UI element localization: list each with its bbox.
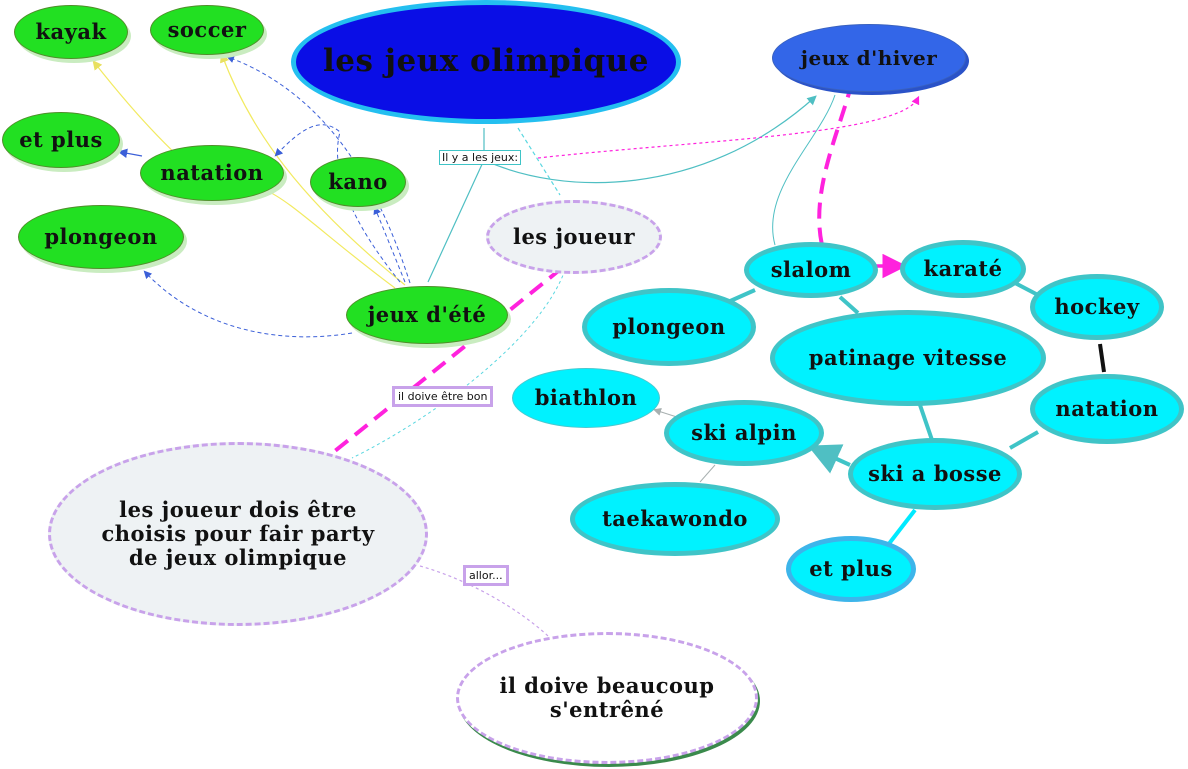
link-winter-slalom-thin: [772, 94, 836, 246]
link-skialpin-taekwondo: [699, 464, 716, 483]
node-winter-natation[interactable]: natation: [1030, 374, 1184, 444]
link-players-chosen-thin: [351, 269, 566, 459]
node-biathlon[interactable]: biathlon: [512, 368, 660, 428]
players-training-text: il doive beaucoup s'entrêné: [499, 672, 715, 722]
link-label-good: il doive être bon: [392, 386, 494, 407]
node-patinage-vitesse[interactable]: patinage vitesse: [770, 310, 1046, 406]
link-skibosse-skialpin: [807, 444, 851, 474]
ski-alpin-label: ski alpin: [691, 419, 797, 445]
node-winter-plongeon[interactable]: plongeon: [582, 288, 756, 366]
node-players-chosen[interactable]: les joueur dois être choisis pour fair p…: [48, 442, 428, 626]
link-summer-soccer-dashed: [226, 55, 411, 284]
node-soccer[interactable]: soccer: [150, 5, 264, 55]
link-summer-soccer: [220, 52, 406, 286]
karate-label: karaté: [923, 255, 1003, 281]
link-label-winter-dotted: [537, 95, 920, 159]
winter-et-plus-label: et plus: [809, 555, 893, 581]
link-label-games: Il y a les jeux:: [439, 150, 522, 165]
patinage-vitesse-label: patinage vitesse: [808, 344, 1008, 370]
summer-et-plus-label: et plus: [19, 126, 103, 152]
link-skibosse-etplus: [886, 508, 917, 547]
les-joueur-label: les joueur: [512, 223, 636, 249]
node-les-joueur[interactable]: les joueur: [486, 200, 662, 274]
jeux-hiver-label: jeux d'hiver: [800, 45, 938, 70]
node-summer-plongeon[interactable]: plongeon: [18, 205, 184, 269]
link-summer-natation: [264, 189, 396, 289]
link-label-then: allor...: [463, 565, 509, 586]
link-summer-natation-dashed: [274, 124, 401, 283]
biathlon-label: biathlon: [534, 384, 638, 410]
link-title-players: [517, 127, 561, 196]
title-text: les jeux olimpique: [323, 43, 649, 80]
link-summer-kano: [373, 206, 406, 283]
link-slalom-patinage: [838, 295, 860, 315]
slalom-label: slalom: [770, 256, 852, 282]
link-natation-etplus: [117, 148, 143, 159]
title-node[interactable]: les jeux olimpique: [291, 0, 681, 124]
node-players-training[interactable]: il doive beaucoup s'entrêné: [456, 632, 758, 764]
link-chosen-training: [419, 565, 549, 637]
node-summer-et-plus[interactable]: et plus: [2, 112, 120, 168]
ski-a-bosse-label: ski a bosse: [868, 460, 1002, 486]
winter-plongeon-label: plongeon: [612, 313, 726, 339]
link-karate-hockey: [1014, 281, 1039, 297]
link-natation-skibosse: [1009, 430, 1039, 450]
node-jeux-hiver[interactable]: jeux d'hiver: [772, 24, 966, 92]
node-winter-et-plus[interactable]: et plus: [786, 536, 916, 602]
jeux-ete-label: jeux d'été: [367, 301, 487, 327]
taekawondo-label: taekawondo: [602, 505, 748, 531]
node-jeux-ete[interactable]: jeux d'été: [346, 286, 508, 344]
link-summer-plongeon: [143, 270, 353, 338]
summer-plongeon-label: plongeon: [44, 223, 158, 249]
node-karate[interactable]: karaté: [900, 240, 1026, 298]
link-winter-slalom-magenta: [817, 81, 854, 246]
hockey-label: hockey: [1054, 293, 1140, 319]
node-ski-alpin[interactable]: ski alpin: [664, 400, 824, 466]
node-kano[interactable]: kano: [310, 157, 406, 207]
winter-natation-label: natation: [1055, 395, 1159, 421]
summer-natation-label: natation: [160, 159, 264, 185]
node-kayak[interactable]: kayak: [14, 5, 128, 59]
node-hockey[interactable]: hockey: [1030, 274, 1164, 340]
node-taekawondo[interactable]: taekawondo: [570, 482, 780, 556]
soccer-label: soccer: [167, 16, 247, 42]
link-hockey-natation: [1098, 343, 1106, 373]
link-patinage-skibosse: [918, 404, 934, 441]
players-chosen-text: les joueur dois être choisis pour fair p…: [101, 496, 375, 571]
link-title-winter: [483, 95, 817, 184]
kano-label: kano: [328, 168, 388, 194]
node-slalom[interactable]: slalom: [744, 242, 878, 298]
node-ski-a-bosse[interactable]: ski a bosse: [848, 438, 1022, 510]
kayak-label: kayak: [35, 18, 107, 44]
link-natation-kayak: [92, 60, 181, 159]
node-summer-natation[interactable]: natation: [140, 145, 284, 201]
